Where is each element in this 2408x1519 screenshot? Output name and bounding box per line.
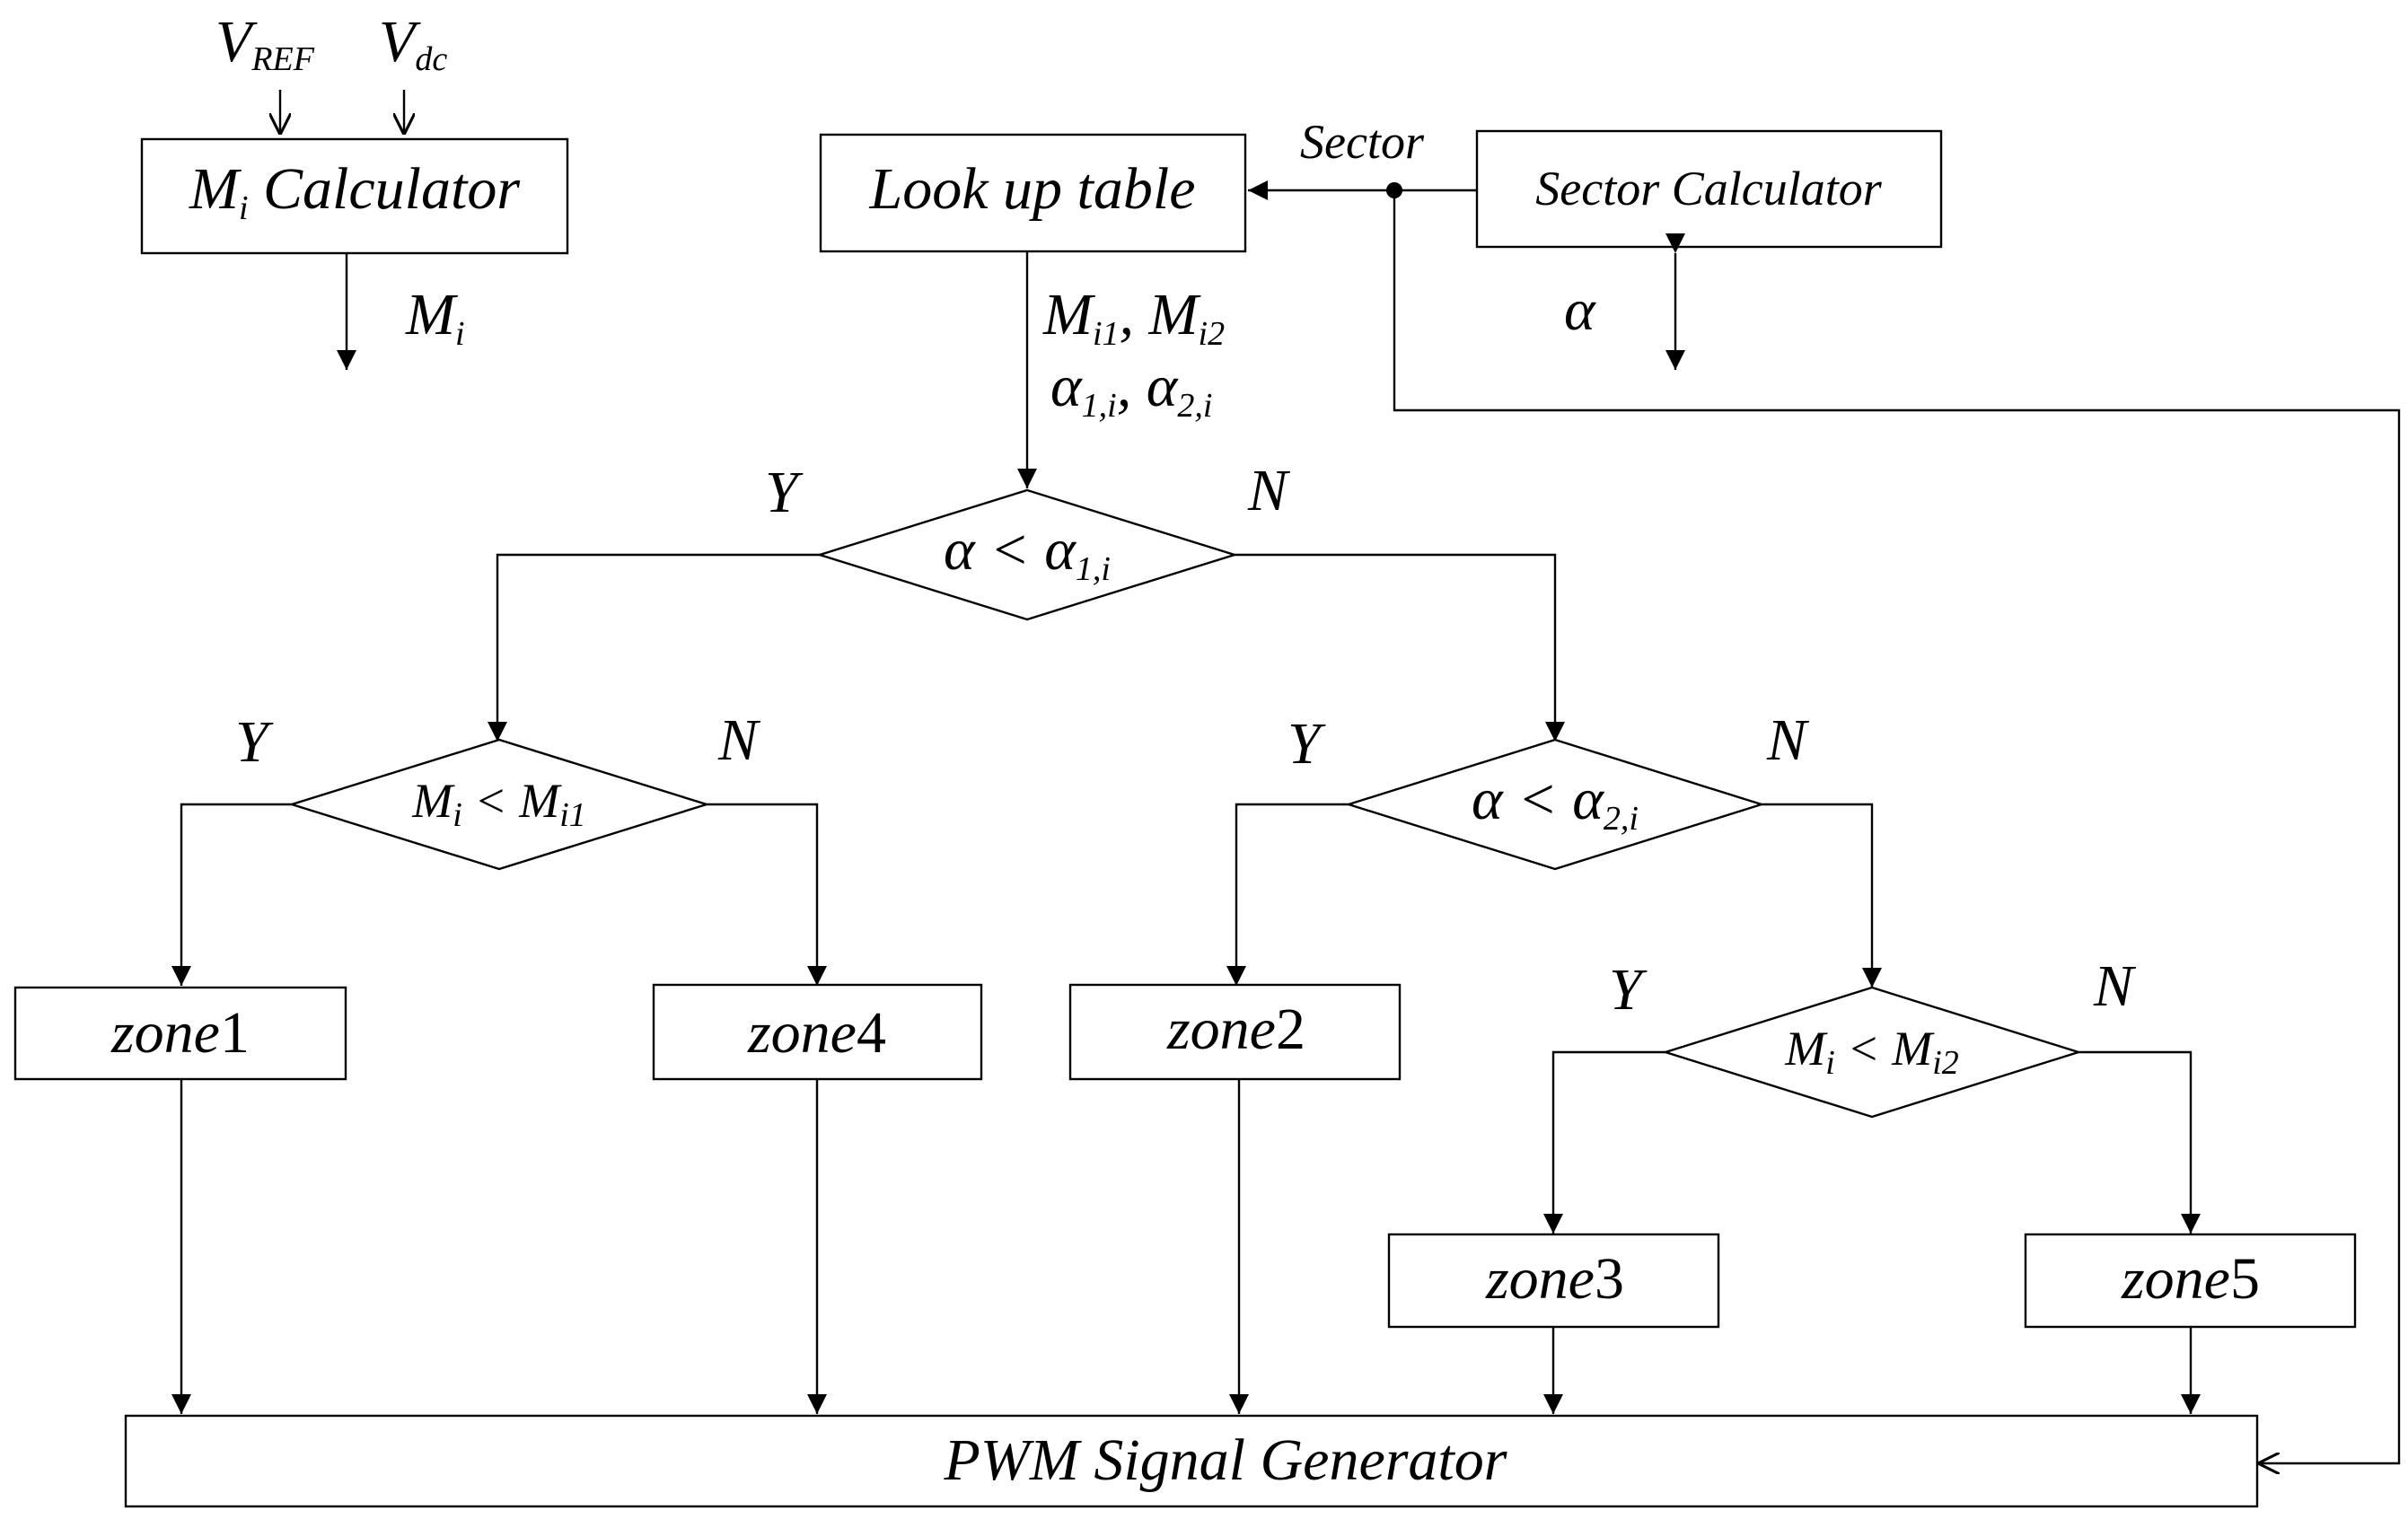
decision-mi1-no: N	[717, 707, 761, 773]
sector-calculator-block: Sector Calculator	[1475, 129, 1943, 249]
decision-mi2-label: Mi < Mi2	[1784, 1022, 1959, 1082]
decision-alpha2-label: α < α2,i	[1472, 767, 1639, 838]
lookup-table-label: Look up table	[869, 156, 1196, 222]
d1-no-line	[1235, 553, 1565, 742]
zone1-block: zone1	[13, 986, 347, 1081]
decision-mi2-yes: Y	[1609, 957, 1648, 1023]
zone5-block: zone5	[2024, 1233, 2357, 1329]
decision-alpha2-diamond	[1344, 738, 1766, 871]
zone2-box	[1068, 983, 1402, 1081]
decision-alpha1: α < α1,i Y N	[765, 458, 1291, 621]
decision-alpha2: α < α2,i Y N	[1287, 707, 1810, 871]
alpha-label: α	[1564, 277, 1596, 343]
d3-no-line	[1762, 803, 1882, 988]
decision-mi2: Mi < Mi2 Y N	[1609, 953, 2137, 1119]
table-output-m-values: Mi1, Mi2	[1042, 282, 1225, 353]
mi-output-label: Mi	[405, 282, 465, 353]
decision-mi1: Mi < Mi1 Y N	[235, 707, 761, 871]
zone5-label: zone5	[2121, 1246, 2260, 1312]
mi-calculator-box	[140, 137, 569, 255]
decision-mi2-diamond	[1661, 986, 2083, 1119]
zone4-block: zone4	[652, 983, 983, 1081]
zone5-box	[2024, 1233, 2357, 1329]
d4-yes-line	[1543, 1050, 1665, 1234]
zone4-box	[652, 983, 983, 1081]
lookup-table-box	[819, 133, 1247, 253]
d1-yes-line	[488, 553, 820, 742]
zone1-label: zone1	[110, 1000, 250, 1066]
pwm-generator-block: PWM Signal Generator	[124, 1414, 2259, 1508]
zone3-label: zone3	[1485, 1246, 1624, 1312]
sector-to-pwm-line	[1393, 190, 2401, 1463]
mi-calculator-label: Mi Calculator	[189, 156, 520, 227]
d2-yes-line	[171, 803, 292, 986]
decision-mi1-yes: Y	[235, 709, 274, 775]
d3-yes-line	[1226, 803, 1349, 986]
sector-calculator-box	[1475, 129, 1943, 249]
decision-alpha2-yes: Y	[1287, 711, 1326, 777]
zone3-box	[1387, 1233, 1720, 1329]
decision-alpha1-no: N	[1247, 458, 1291, 523]
d2-no-line	[707, 803, 827, 986]
lookup-table-block: Look up table	[819, 133, 1247, 253]
input-labels: VREF Vdc	[215, 9, 447, 78]
v-dc-label: Vdc	[379, 9, 447, 78]
table-output-alpha-values: α1,i, α2,i	[1050, 354, 1212, 425]
decision-alpha1-yes: Y	[765, 460, 804, 525]
zone3-block: zone3	[1387, 1233, 1720, 1329]
decision-mi2-no: N	[2093, 953, 2137, 1019]
zone2-block: zone2	[1068, 983, 1402, 1081]
decision-mi1-label: Mi < Mi1	[411, 774, 586, 834]
zone2-label: zone2	[1166, 997, 1305, 1062]
decision-mi1-diamond	[287, 738, 711, 871]
d4-no-line	[2078, 1050, 2201, 1234]
zone4-label: zone4	[747, 1000, 886, 1066]
pwm-generator-label: PWM Signal Generator	[944, 1427, 1507, 1493]
decision-alpha2-no: N	[1766, 707, 1810, 773]
v-ref-label: VREF	[215, 9, 315, 78]
sector-label: Sector	[1300, 115, 1425, 169]
sector-calculator-label: Sector Calculator	[1535, 162, 1882, 215]
mi-calculator-block: Mi Calculator	[140, 137, 569, 255]
decision-alpha1-label: α < α1,i	[944, 517, 1111, 588]
decision-alpha1-diamond	[815, 488, 1239, 621]
pwm-generator-box	[124, 1414, 2259, 1508]
